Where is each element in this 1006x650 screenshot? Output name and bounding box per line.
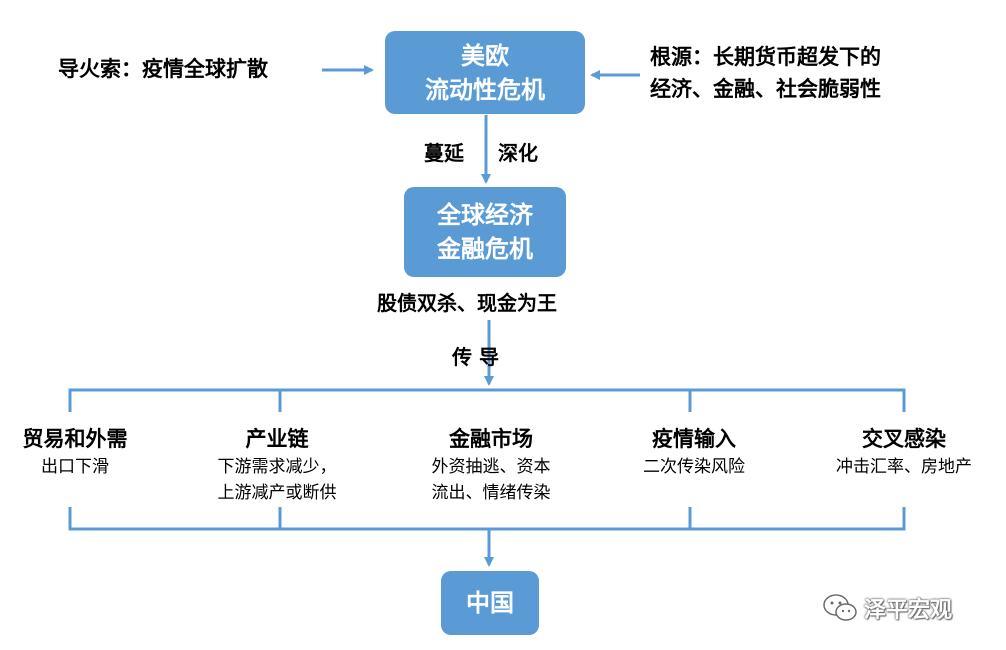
bottom-box: 中国 — [441, 571, 539, 635]
middle-box: 全球经济 金融危机 — [404, 187, 566, 277]
middle-box-line1: 全球经济 — [437, 200, 533, 229]
channel-trade-title: 贸易和外需 — [22, 426, 128, 451]
middle-caption: 股债双杀、现金为王 — [377, 291, 557, 315]
channel-supply-desc1: 下游需求减少， — [217, 457, 337, 477]
channel-trade-desc: 出口下滑 — [41, 457, 109, 477]
top-box: 美欧 流动性危机 — [385, 31, 585, 114]
bottom-bracket — [68, 507, 906, 531]
channel-finance-title: 金融市场 — [449, 426, 533, 451]
top-bracket — [68, 388, 906, 412]
right-note-line1: 根源：长期货币超发下的 — [650, 44, 881, 69]
left-note: 导火索：疫情全球扩散 — [58, 53, 268, 85]
left-note-text: 导火索：疫情全球扩散 — [58, 56, 268, 81]
watermark-text: 泽平宏观 — [864, 597, 953, 622]
link2-label: 传 导 — [452, 345, 499, 369]
top-box-line1: 美欧 — [461, 40, 509, 70]
channel-finance-desc1: 外资抽逃、资本 — [431, 457, 551, 477]
wechat-icon — [823, 594, 857, 621]
channel-epidemic-title: 疫情输入 — [652, 426, 736, 451]
watermark: 泽平宏观 — [822, 592, 952, 624]
channel-cross-desc: 冲击汇率、房地产 — [836, 457, 972, 477]
top-box-line2: 流动性危机 — [425, 74, 545, 104]
channel-finance-desc2: 流出、情绪传染 — [431, 483, 551, 503]
channel-cross-title: 交叉感染 — [862, 426, 946, 451]
link1-right-label: 深化 — [498, 141, 538, 165]
right-note-line2: 经济、金融、社会脆弱性 — [650, 76, 881, 101]
middle-box-line2: 金融危机 — [437, 234, 533, 263]
channel-epidemic-desc: 二次传染风险 — [643, 457, 745, 477]
channel-supply-desc2: 上游减产或断供 — [217, 483, 337, 503]
link1-left-label: 蔓延 — [424, 141, 464, 165]
channel-supply-title: 产业链 — [245, 426, 309, 451]
right-note: 根源：长期货币超发下的 经济、金融、社会脆弱性 — [650, 41, 881, 105]
bottom-box-label: 中国 — [466, 588, 514, 617]
